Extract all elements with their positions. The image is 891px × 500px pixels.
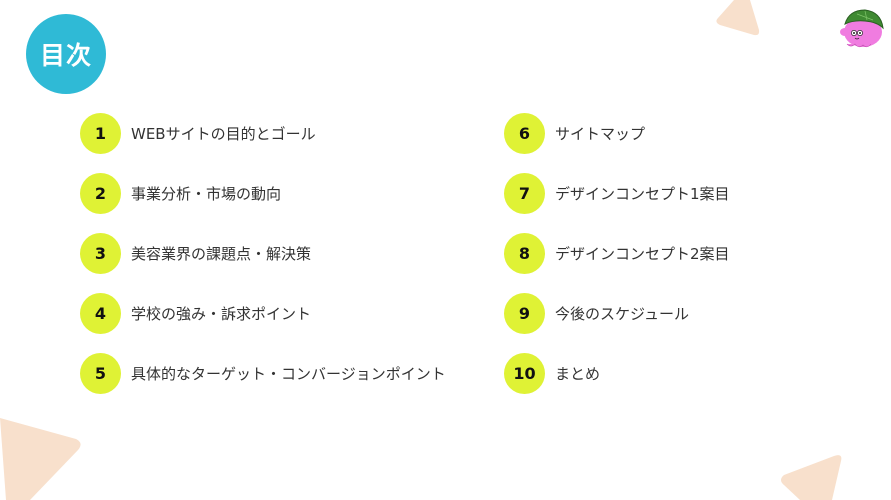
toc-item-label: まとめ — [555, 365, 601, 383]
toc-number-badge: 5 — [80, 353, 121, 394]
toc-item-2[interactable]: 2 事業分析・市場の動向 — [80, 173, 281, 214]
decorative-triangle-top — [716, 0, 760, 36]
toc-item-7[interactable]: 7 デザインコンセプト1案目 — [504, 173, 730, 214]
page-title: 目次 — [26, 14, 106, 94]
toc-item-label: WEBサイトの目的とゴール — [131, 125, 316, 143]
toc-number-badge: 10 — [504, 353, 545, 394]
toc-item-10[interactable]: 10 まとめ — [504, 353, 600, 394]
toc-item-label: 事業分析・市場の動向 — [131, 185, 282, 203]
toc-item-label: 具体的なターゲット・コンバージョンポイント — [131, 365, 446, 383]
toc-item-label: 今後のスケジュール — [555, 305, 689, 323]
toc-item-5[interactable]: 5 具体的なターゲット・コンバージョンポイント — [80, 353, 446, 394]
toc-number-badge: 9 — [504, 293, 545, 334]
toc-item-9[interactable]: 9 今後のスケジュール — [504, 293, 689, 334]
toc-item-label: 美容業界の課題点・解決策 — [131, 245, 312, 263]
toc-item-label: デザインコンセプト1案目 — [555, 185, 730, 203]
decorative-triangle-bottom-left — [0, 418, 81, 500]
toc-item-8[interactable]: 8 デザインコンセプト2案目 — [504, 233, 730, 274]
toc-item-6[interactable]: 6 サイトマップ — [504, 113, 645, 154]
toc-item-1[interactable]: 1 WEBサイトの目的とゴール — [80, 113, 316, 154]
toc-number-badge: 6 — [504, 113, 545, 154]
toc-item-3[interactable]: 3 美容業界の課題点・解決策 — [80, 233, 311, 274]
toc-item-label: サイトマップ — [555, 125, 646, 143]
toc-number-badge: 1 — [80, 113, 121, 154]
toc-item-label: 学校の強み・訴求ポイント — [131, 305, 312, 323]
toc-number-badge: 8 — [504, 233, 545, 274]
toc-number-badge: 3 — [80, 233, 121, 274]
toc-number-badge: 2 — [80, 173, 121, 214]
toc-number-badge: 4 — [80, 293, 121, 334]
decorative-triangle-bottom-right — [781, 455, 842, 500]
toc-item-label: デザインコンセプト2案目 — [555, 245, 730, 263]
toc-number-badge: 7 — [504, 173, 545, 214]
toc-item-4[interactable]: 4 学校の強み・訴求ポイント — [80, 293, 311, 334]
pink-octopus-mascot-icon — [840, 9, 884, 48]
